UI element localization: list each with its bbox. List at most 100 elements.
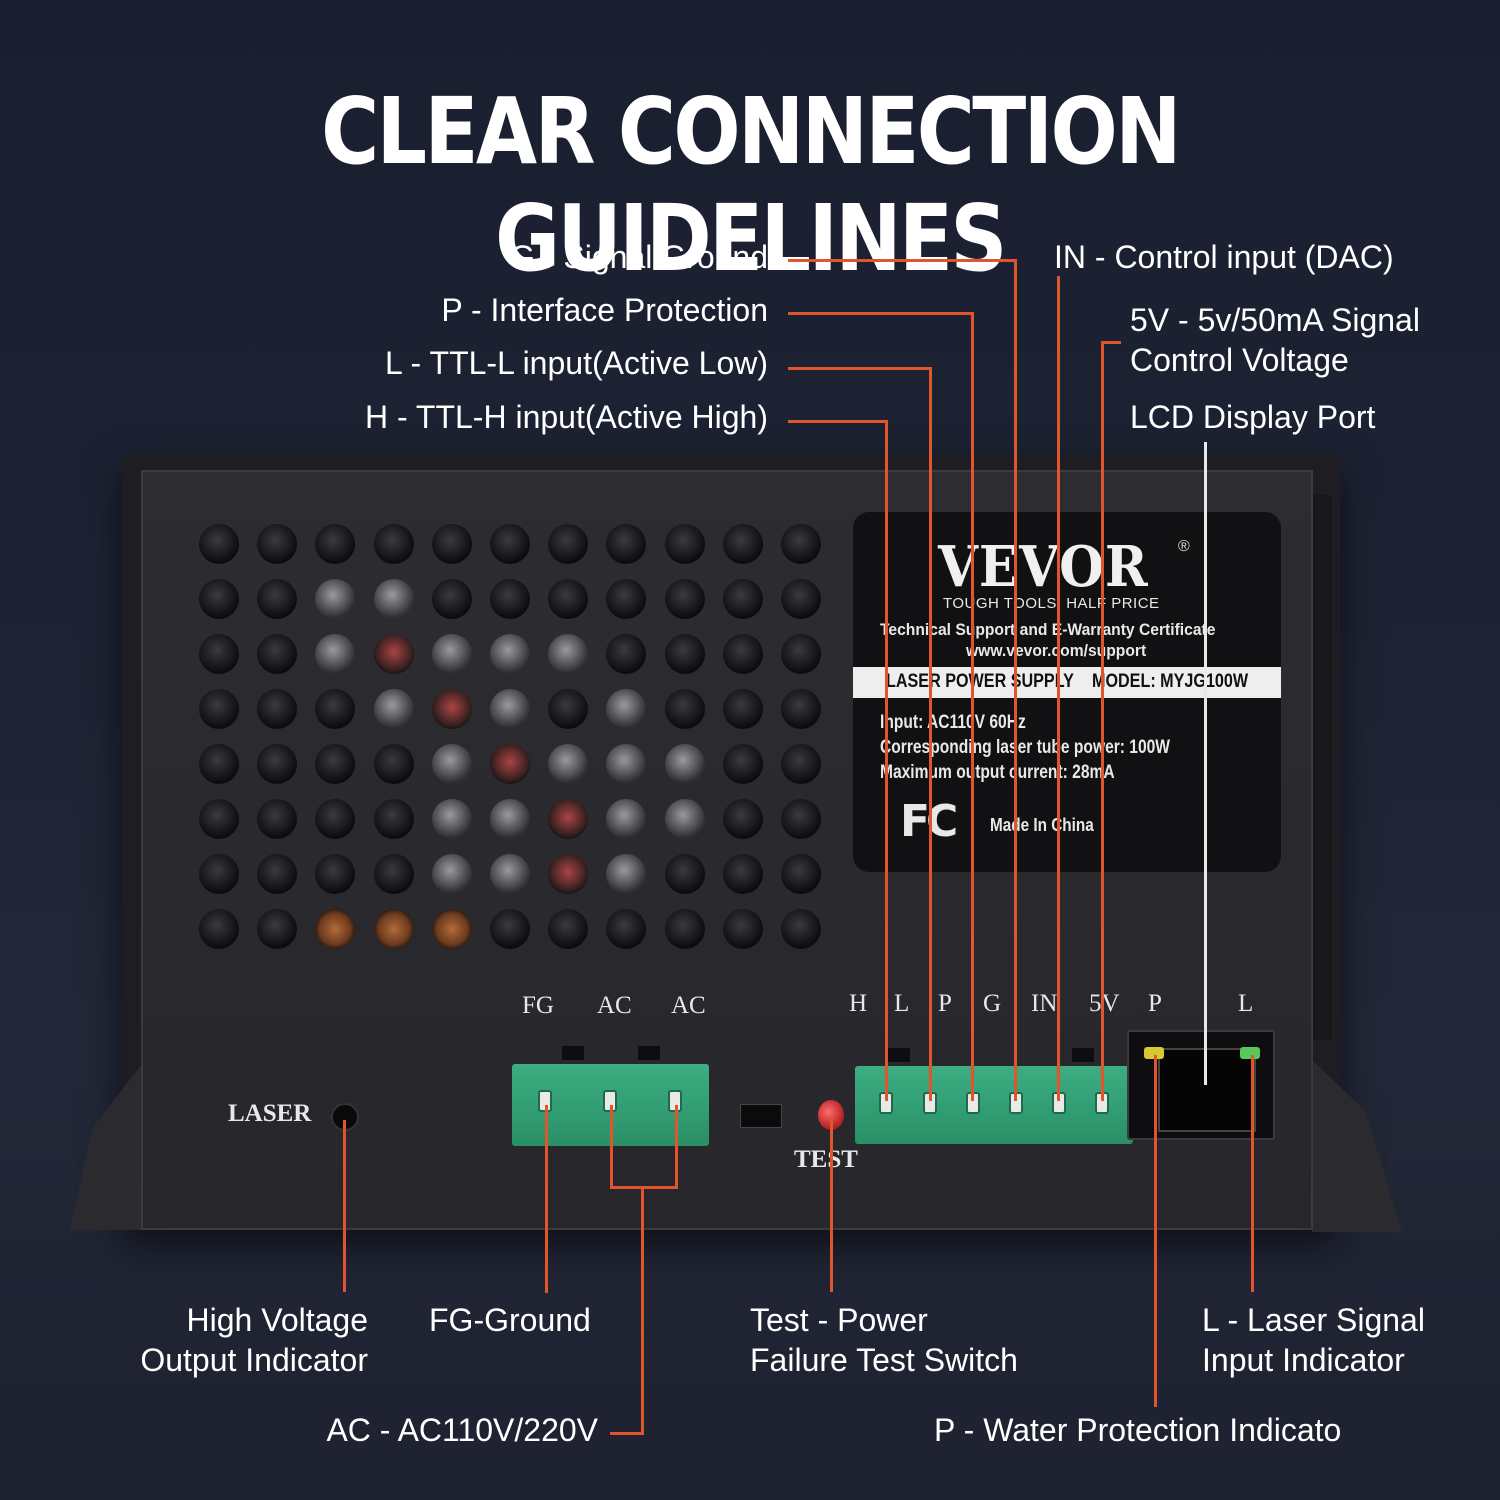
label-lcd-port: LCD Display Port (1130, 399, 1376, 435)
led-label-p: P (1148, 990, 1162, 1017)
vent-hole (489, 689, 530, 729)
vent-hole (431, 909, 472, 949)
vent-hole (489, 579, 530, 619)
vent-hole (489, 634, 530, 674)
laser-indicator-label: LASER (228, 1100, 312, 1127)
model-strip (853, 667, 1281, 698)
vent-hole (722, 744, 763, 784)
water-protection-led (1144, 1047, 1164, 1059)
label-ttl-h-input: H - TTL-H input(Active High) (364, 399, 768, 435)
vent-hole (315, 799, 356, 839)
vent-hole (664, 744, 705, 784)
vent-hole (664, 689, 705, 729)
callout-line-5v (1101, 341, 1121, 344)
label-5v-line1: 5V - 5v/50mA Signal (1130, 302, 1420, 338)
vent-hole (780, 689, 821, 729)
callout-line-5v (1101, 341, 1104, 1101)
page-title: CLEAR CONNECTION GUIDELINES (321, 78, 1181, 292)
callout-line-h (788, 420, 887, 423)
callout-line-hv (343, 1120, 346, 1292)
vent-hole (664, 909, 705, 949)
vent-hole (373, 689, 414, 729)
vent-hole (373, 744, 414, 784)
callout-line-l (929, 367, 932, 1101)
side-panel (1312, 495, 1332, 1040)
vent-hole (315, 854, 356, 894)
label-interface-protection: P - Interface Protection (441, 292, 768, 328)
vent-hole (373, 854, 414, 894)
vent-hole (722, 854, 763, 894)
vent-hole (257, 524, 298, 564)
label-test-line2: Failure Test Switch (750, 1342, 1018, 1378)
vent-hole (257, 854, 298, 894)
terminal-latch (1072, 1048, 1094, 1062)
vent-hole (199, 909, 240, 949)
vent-hole (257, 744, 298, 784)
vent-hole (489, 799, 530, 839)
label-control-input: IN - Control input (DAC) (1054, 239, 1394, 275)
led-label-l: L (1238, 990, 1254, 1017)
vent-hole (373, 909, 414, 949)
vent-hole (431, 524, 472, 564)
vent-hole (722, 524, 763, 564)
vent-hole (373, 524, 414, 564)
vent-hole (315, 744, 356, 784)
vent-hole (315, 689, 356, 729)
terminal-label-fg: FG (522, 992, 554, 1019)
vent-hole (431, 854, 472, 894)
vent-hole (664, 854, 705, 894)
callout-line-h (885, 420, 888, 1101)
vent-hole (606, 579, 647, 619)
terminal-latch (638, 1046, 660, 1060)
vent-hole (548, 689, 589, 729)
callout-line-test (830, 1118, 833, 1292)
terminal-label-ac-2: AC (671, 992, 706, 1019)
vent-hole (548, 634, 589, 674)
vent-hole (373, 799, 414, 839)
callout-line-water (1154, 1055, 1157, 1407)
vent-hole (373, 579, 414, 619)
vent-hole (548, 579, 589, 619)
terminal-label-5v: 5V (1089, 990, 1120, 1017)
ventilation-grille (190, 518, 830, 958)
vent-hole (664, 524, 705, 564)
vent-hole (780, 579, 821, 619)
vent-hole (606, 799, 647, 839)
spec-max-current: Maximum output current: 28mA (880, 762, 1115, 783)
rj45-socket (1158, 1048, 1256, 1132)
vent-hole (199, 744, 240, 784)
label-hv-line2: Output Indicator (140, 1342, 368, 1378)
vent-hole (606, 744, 647, 784)
left-mounting-bracket (70, 1060, 145, 1230)
dip-switch[interactable] (740, 1104, 782, 1128)
model-number: MODEL: MYJG100W (1092, 671, 1249, 692)
vent-hole (489, 909, 530, 949)
terminal-label-l: L (894, 990, 910, 1017)
vent-hole (780, 909, 821, 949)
vent-hole (548, 854, 589, 894)
vent-hole (431, 689, 472, 729)
label-water-protection: P - Water Protection Indicato (934, 1412, 1342, 1448)
callout-line-ac (610, 1432, 644, 1435)
vent-hole (606, 524, 647, 564)
callout-line-g (788, 259, 1016, 262)
product-name: LASER POWER SUPPLY (886, 671, 1074, 692)
vent-hole (431, 799, 472, 839)
callout-line-p (788, 312, 973, 315)
vent-hole (606, 854, 647, 894)
vent-hole (548, 909, 589, 949)
label-laser-signal-line2: Input Indicator (1202, 1342, 1405, 1378)
vent-hole (548, 524, 589, 564)
vent-hole (315, 634, 356, 674)
vent-hole (315, 524, 356, 564)
vent-hole (199, 634, 240, 674)
label-ttl-l-input: L - TTL-L input(Active Low) (385, 345, 768, 381)
terminal-latch (888, 1048, 910, 1062)
vent-hole (548, 799, 589, 839)
callout-line-g (1014, 259, 1017, 1101)
callout-line-ac (610, 1186, 678, 1189)
callout-line-lcd (1204, 442, 1207, 1085)
right-mounting-bracket (1312, 1060, 1402, 1232)
label-5v-line2: Control Voltage (1130, 342, 1349, 378)
signal-terminal-block[interactable] (855, 1066, 1133, 1144)
